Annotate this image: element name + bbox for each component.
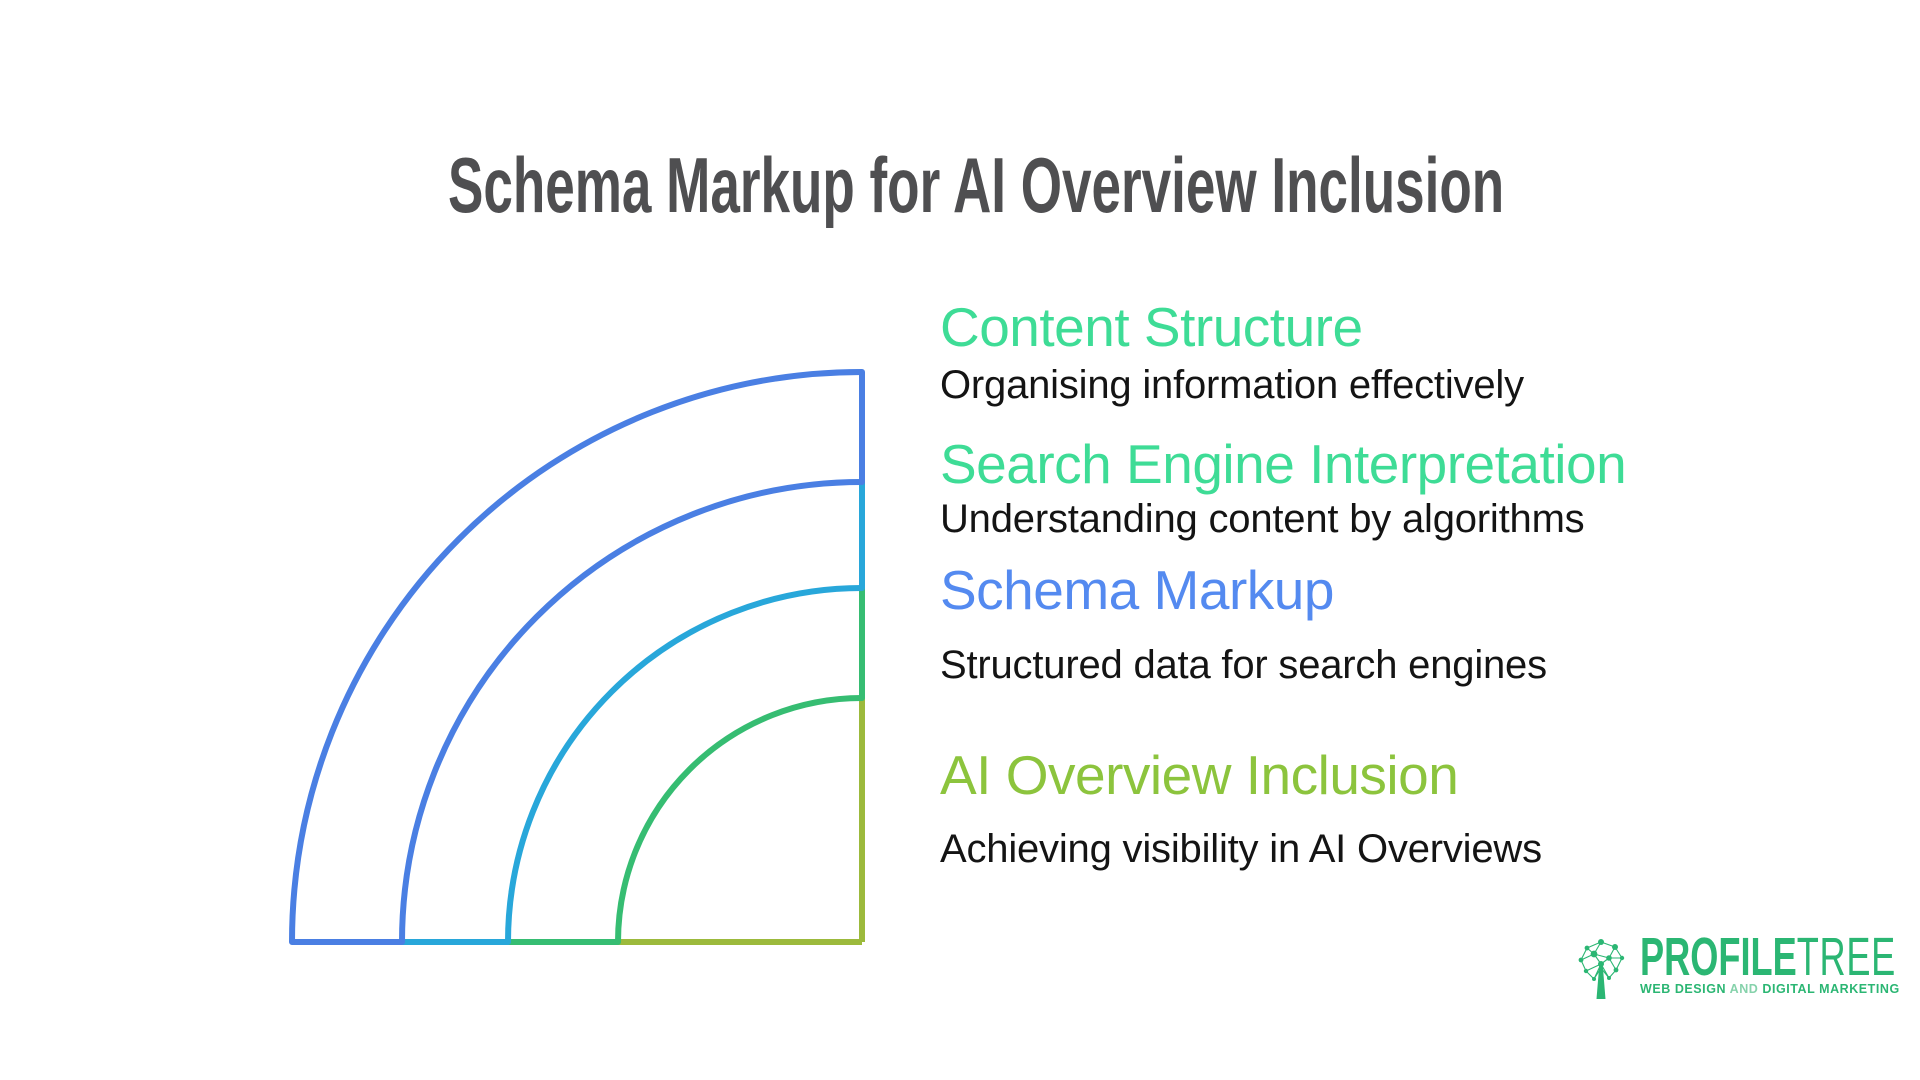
list-item-ai-overview-inclusion: AI Overview Inclusion Achieving visibili… — [940, 744, 1542, 871]
entry-description: Organising information effectively — [940, 363, 1524, 407]
quarter-arcs-figure — [289, 369, 865, 945]
logo-brand-bold: PROFILE — [1640, 927, 1797, 987]
entry-description: Understanding content by algorithms — [940, 497, 1585, 541]
tree-network-icon — [1578, 939, 1625, 999]
list-item-schema-markup: Schema Markup Structured data for search… — [940, 559, 1547, 687]
profiletree-logo: PROFILETREE WEB DESIGN AND DIGITAL MARKE… — [1576, 930, 1899, 1002]
entry-description: Achieving visibility in AI Overviews — [940, 827, 1542, 871]
list-item-search-engine-interpretation: Search Engine Interpretation Understandi… — [940, 433, 1627, 541]
tagline-digital-marketing: DIGITAL MARKETING — [1762, 982, 1900, 996]
page-title: Schema Markup for AI Overview Inclusion — [448, 141, 1505, 229]
entry-heading: Content Structure — [940, 296, 1363, 358]
logo-tagline: WEB DESIGN AND DIGITAL MARKETING — [1640, 983, 1900, 996]
list-item-content-structure: Content Structure Organising information… — [940, 296, 1524, 407]
entry-heading: Schema Markup — [940, 559, 1334, 621]
tagline-and: AND — [1726, 982, 1763, 996]
entry-description: Structured data for search engines — [940, 643, 1547, 687]
entry-heading: AI Overview Inclusion — [940, 744, 1459, 806]
tagline-web-design: WEB DESIGN — [1640, 982, 1727, 996]
entry-heading: Search Engine Interpretation — [940, 433, 1627, 495]
logo-wordmark: PROFILETREE — [1640, 930, 1896, 984]
logo-brand-light: TREE — [1796, 927, 1896, 987]
